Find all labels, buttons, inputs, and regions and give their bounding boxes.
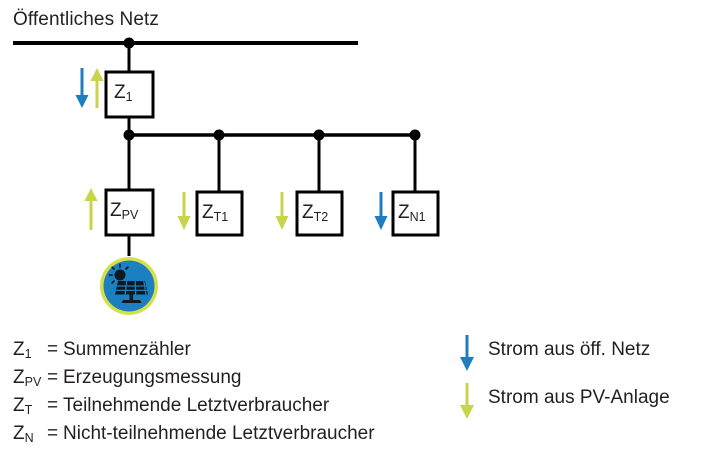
- legend-symbol-sub-z1: 1: [24, 347, 32, 361]
- legend-equals-zn: =: [47, 423, 59, 444]
- legend-row-zpv: ZPV = Erzeugungsmessung: [13, 364, 453, 392]
- legend-equals-z1: =: [47, 339, 59, 360]
- legend-symbol-zn: ZN: [13, 423, 34, 445]
- legend-equals-zt: =: [47, 395, 59, 416]
- legend-text-zn: Nicht-teilnehmende Letztverbraucher: [63, 423, 375, 444]
- single-line-schematic: [13, 37, 440, 315]
- legend-row-zn: ZN = Nicht-teilnehmende Letztverbraucher: [13, 420, 453, 448]
- legend-text-zpv: Erzeugungsmessung: [63, 367, 242, 388]
- meter-box-zn1: [391, 190, 440, 237]
- arrow-down-green-zt2: [275, 192, 289, 230]
- meter-box-zt1: [195, 190, 244, 237]
- meter-box-z1: [104, 70, 155, 119]
- legend-symbol-sub-zpv: PV: [24, 375, 42, 389]
- arrow-up-green-z1: [90, 68, 104, 108]
- arrow-down-blue-zn1: [374, 192, 388, 230]
- meter-box-zpv: [104, 188, 155, 237]
- legend-equals-zpv: =: [47, 367, 59, 388]
- legend-text-z1: Summenzähler: [63, 339, 191, 360]
- legend-row-z1: Z1 = Summenzähler: [13, 336, 453, 364]
- legend-symbol-zpv: ZPV: [13, 367, 42, 389]
- legend-symbol-sub-zt: T: [24, 403, 33, 417]
- arrow-down-blue-z1: [75, 68, 89, 108]
- arrow-down-blue-legend-icon: [460, 335, 474, 371]
- legend-text-zt: Teilnehmende Letztverbraucher: [63, 395, 330, 416]
- legend-symbol-sub-zn: N: [24, 431, 34, 445]
- arrow-down-green-zt1: [177, 192, 191, 230]
- legend-flow-text-grid: Strom aus öff. Netz: [488, 339, 651, 360]
- arrow-up-green-zpv: [84, 188, 98, 230]
- legend-row-zt: ZT = Teilnehmende Letztverbraucher: [13, 392, 453, 420]
- legend-symbol-zt: ZT: [13, 395, 33, 417]
- legend-symbol-z1: Z1: [13, 339, 32, 361]
- solar-panel-icon: [100, 257, 158, 315]
- arrow-down-green-legend-icon: [460, 383, 474, 419]
- legend-flow-text-pv: Strom aus PV-Anlage: [488, 387, 670, 408]
- page-title: Öffentliches Netz: [13, 9, 160, 30]
- legend-definitions: Z1 = Summenzähler ZPV = Erzeugungsmessun…: [13, 336, 453, 448]
- meter-box-zt2: [295, 190, 344, 237]
